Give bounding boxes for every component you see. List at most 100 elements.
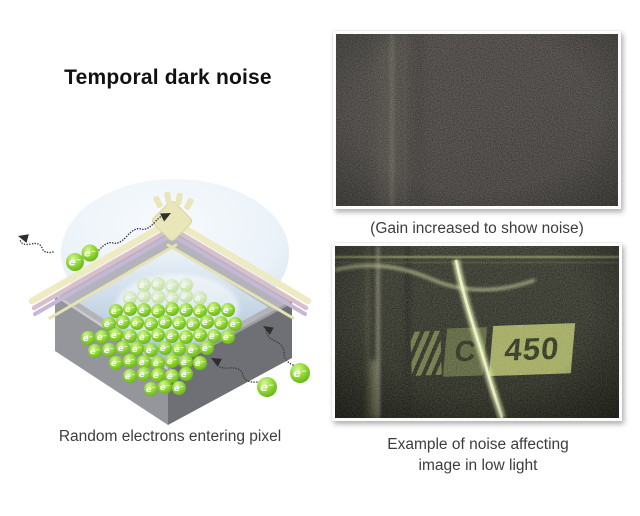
electron: e⁻ xyxy=(137,289,151,303)
svg-text:e⁻: e⁻ xyxy=(181,306,191,316)
svg-text:e⁻: e⁻ xyxy=(153,359,163,369)
svg-text:e⁻: e⁻ xyxy=(167,332,177,342)
svg-text:e⁻: e⁻ xyxy=(260,380,274,394)
svg-text:e⁻: e⁻ xyxy=(146,346,156,356)
electron: e⁻ xyxy=(95,330,109,344)
arrowhead-front xyxy=(211,358,222,367)
arrow-entering-right xyxy=(265,328,294,366)
bar-pink-right xyxy=(165,223,309,311)
svg-text:e⁻: e⁻ xyxy=(139,370,149,380)
electron: e⁻ xyxy=(158,380,172,394)
electron: e⁻ xyxy=(172,381,186,395)
svg-text:e⁻: e⁻ xyxy=(216,319,226,329)
electron: e⁻ xyxy=(186,343,200,357)
arrow-escaping-left xyxy=(19,239,54,254)
electron: e⁻ xyxy=(228,317,242,331)
svg-text:e⁻: e⁻ xyxy=(111,307,121,317)
electron: e⁻ xyxy=(81,244,99,262)
svg-text:e⁻: e⁻ xyxy=(209,332,219,342)
svg-text:e⁻: e⁻ xyxy=(90,347,100,357)
box-right-face xyxy=(168,302,292,425)
bottom-photo-caption: Example of noise affecting image in low … xyxy=(328,434,628,476)
electron: e⁻ xyxy=(207,302,221,316)
electron: e⁻ xyxy=(88,344,102,358)
svg-text:e⁻: e⁻ xyxy=(223,333,233,343)
svg-text:e⁻: e⁻ xyxy=(125,305,135,315)
svg-text:e⁻: e⁻ xyxy=(167,305,177,315)
electron: e⁻ xyxy=(221,303,235,317)
electron: e⁻ xyxy=(257,377,277,397)
svg-text:e⁻: e⁻ xyxy=(195,294,205,304)
svg-text:e⁻: e⁻ xyxy=(97,333,107,343)
electron: e⁻ xyxy=(102,317,116,331)
electron: e⁻ xyxy=(172,342,186,356)
electron: e⁻ xyxy=(151,277,165,291)
svg-text:e⁻: e⁻ xyxy=(125,294,135,304)
svg-text:e⁻: e⁻ xyxy=(153,293,163,303)
svg-text:e⁻: e⁻ xyxy=(195,307,205,317)
svg-text:e⁻: e⁻ xyxy=(153,371,163,381)
electron: e⁻ xyxy=(179,367,193,381)
electron: e⁻ xyxy=(109,304,123,318)
svg-text:e⁻: e⁻ xyxy=(104,320,114,330)
electron: e⁻ xyxy=(151,328,165,342)
electron: e⁻ xyxy=(109,328,123,342)
electron: e⁻ xyxy=(221,330,235,344)
svg-text:e⁻: e⁻ xyxy=(181,358,191,368)
bottom-caption-line1: Example of noise affecting xyxy=(387,436,569,453)
svg-text:e⁻: e⁻ xyxy=(223,306,233,316)
svg-text:e⁻: e⁻ xyxy=(132,319,142,329)
svg-text:e⁻: e⁻ xyxy=(293,366,307,380)
electron: e⁻ xyxy=(165,302,179,316)
svg-text:e⁻: e⁻ xyxy=(174,345,184,355)
bar-lavender-left xyxy=(33,230,179,316)
electron: e⁻ xyxy=(102,343,116,357)
svg-text:e⁻: e⁻ xyxy=(69,257,82,269)
svg-text:e⁻: e⁻ xyxy=(160,383,170,393)
top-photo-caption: (Gain increased to show noise) xyxy=(370,220,584,237)
svg-text:e⁻: e⁻ xyxy=(139,333,149,343)
electron: e⁻ xyxy=(116,341,130,355)
svg-text:e⁻: e⁻ xyxy=(188,346,198,356)
bar-thin-right xyxy=(166,243,295,320)
svg-text:e⁻: e⁻ xyxy=(139,358,149,368)
electron: e⁻ xyxy=(207,329,221,343)
electron: e⁻ xyxy=(290,363,310,383)
electron: e⁻ xyxy=(200,341,214,355)
svg-text:e⁻: e⁻ xyxy=(139,306,149,316)
vignette-2 xyxy=(335,246,619,418)
pixel-illustration: e⁻e⁻e⁻e⁻e⁻e⁻e⁻e⁻e⁻e⁻e⁻e⁻e⁻e⁻e⁻e⁻e⁻e⁻e⁻e⁻… xyxy=(18,179,312,425)
svg-text:e⁻: e⁻ xyxy=(118,344,128,354)
electron: e⁻ xyxy=(144,343,158,357)
electron: e⁻ xyxy=(179,330,193,344)
electron: e⁻ xyxy=(123,369,137,383)
svg-text:e⁻: e⁻ xyxy=(195,331,205,341)
svg-text:e⁻: e⁻ xyxy=(181,281,191,291)
vignette xyxy=(336,34,618,206)
arrow-entering-front xyxy=(214,360,258,383)
svg-text:e⁻: e⁻ xyxy=(195,359,205,369)
bar-cream-left xyxy=(28,215,179,305)
svg-text:e⁻: e⁻ xyxy=(202,318,212,328)
electron: e⁻ xyxy=(193,356,207,370)
electron: e⁻ xyxy=(165,329,179,343)
electron: e⁻ xyxy=(109,356,123,370)
svg-text:e⁻: e⁻ xyxy=(167,372,177,382)
page-title: Temporal dark noise xyxy=(64,66,272,89)
svg-text:e⁻: e⁻ xyxy=(111,331,121,341)
low-light-photo: C 450 xyxy=(332,243,622,421)
electron: e⁻ xyxy=(123,329,137,343)
arrows xyxy=(18,213,294,383)
arrowhead-gate xyxy=(160,213,171,222)
svg-text:e⁻: e⁻ xyxy=(153,331,163,341)
apex-connector xyxy=(151,191,194,242)
svg-text:e⁻: e⁻ xyxy=(160,318,170,328)
svg-text:e⁻: e⁻ xyxy=(202,344,212,354)
electron: e⁻ xyxy=(165,369,179,383)
svg-text:e⁻: e⁻ xyxy=(181,292,191,302)
svg-text:e⁻: e⁻ xyxy=(209,305,219,315)
svg-text:e⁻: e⁻ xyxy=(167,357,177,367)
svg-text:e⁻: e⁻ xyxy=(146,385,156,395)
electron: e⁻ xyxy=(137,303,151,317)
bar-thin-left xyxy=(48,243,178,320)
